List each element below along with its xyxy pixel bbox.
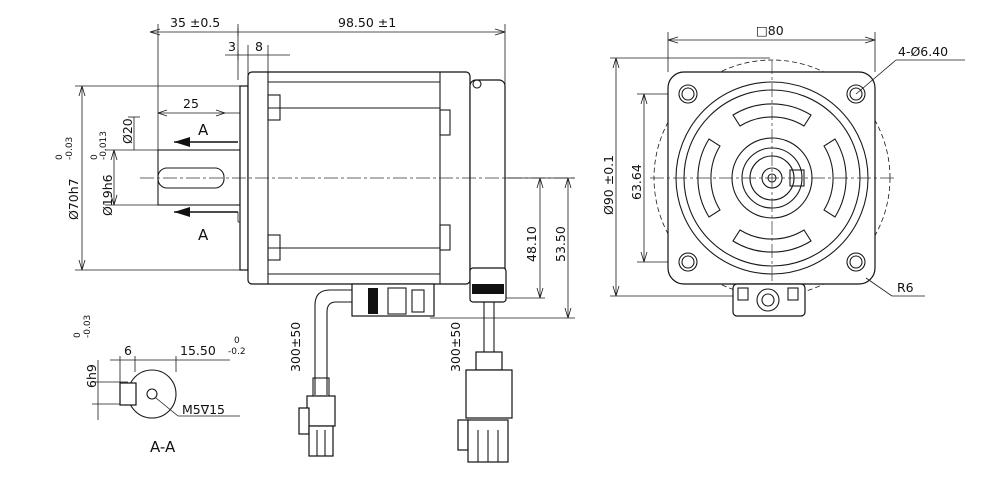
- dim-key-tol-a: 0: [73, 332, 83, 338]
- dim-8: 8: [255, 39, 263, 54]
- power-connector-block: [351, 283, 435, 317]
- dim-thread: M5∇15: [182, 402, 225, 417]
- section-title: A-A: [150, 438, 176, 456]
- dim-key-length: 25: [183, 96, 199, 111]
- end-view: □80 Ø90 ±0.1 63.64: [601, 23, 965, 317]
- dim-pcd-90: Ø90 ±0.1: [601, 155, 616, 215]
- dim-20: Ø20: [120, 118, 135, 144]
- shaft: [157, 149, 241, 206]
- dim-flange-dia: Ø70h7: [66, 178, 81, 220]
- side-view: 35 ±0.5 98.50 ±1 3 8 25 Ø70h7 0 -0.03 Ø1…: [55, 15, 575, 463]
- dim-15-tol-b: -0.2: [228, 347, 246, 357]
- slot-left: [697, 138, 721, 218]
- slot-top: [732, 103, 812, 127]
- slot-right: [823, 138, 847, 218]
- dim-square-80: □80: [756, 23, 784, 38]
- section-mark-a-top: A: [198, 121, 209, 139]
- dim-key-width: 6h9: [84, 364, 99, 388]
- section-mark-a-bottom: A: [198, 226, 209, 244]
- dim-body-length: 98.50 ±1: [338, 15, 396, 30]
- slot-bottom: [732, 229, 812, 253]
- dim-hole-spacing: 63.64: [629, 164, 644, 200]
- section-a-a: 6h9 0 -0.03 6 15.50 0 -0.2 M5∇15 A-A: [73, 315, 246, 456]
- dim-15-50: 15.50: [180, 343, 216, 358]
- dim-shaft-tol-a: 0: [90, 154, 100, 160]
- key-section: [119, 382, 137, 406]
- dim-shaft-tol-b: -0.013: [99, 131, 109, 160]
- power-plug: [306, 395, 336, 427]
- dim-flange-tol-a: 0: [55, 154, 65, 160]
- end-connector: [732, 283, 806, 317]
- dim-15-tol-a: 0: [234, 336, 240, 346]
- dim-shaft-dia: Ø19h6: [100, 174, 115, 216]
- encoder-plug: [465, 369, 513, 419]
- dim-cable1-length: 300±50: [288, 322, 303, 372]
- dim-flange-tol-b: -0.03: [65, 137, 75, 160]
- mount-holes: [678, 84, 866, 272]
- dim-6: 6: [124, 343, 132, 358]
- dim-corner-radius: R6: [897, 280, 914, 295]
- dim-cable2-length: 300±50: [448, 322, 463, 372]
- dim-48-10: 48.10: [524, 226, 539, 262]
- dim-3: 3: [228, 39, 236, 54]
- dim-shaft-length: 35 ±0.5: [170, 15, 220, 30]
- dim-holes: 4-Ø6.40: [898, 44, 948, 59]
- dim-key-tol-b: -0.03: [83, 315, 93, 338]
- dim-53-50: 53.50: [553, 226, 568, 262]
